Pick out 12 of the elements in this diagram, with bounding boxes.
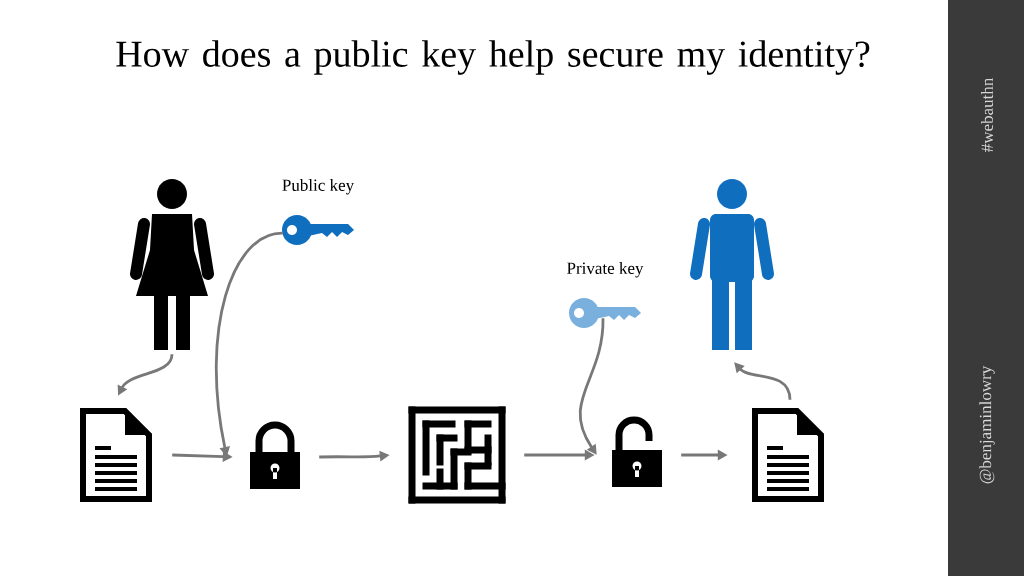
document-icon (752, 408, 824, 502)
padlock-icon (250, 421, 300, 489)
maze-icon (408, 406, 506, 504)
sidebar-text: @benjaminlowry (979, 365, 995, 484)
key-label: Public key (282, 179, 355, 195)
key-label: Private key (567, 262, 644, 278)
padlock-icon (612, 416, 662, 487)
person-figure (130, 179, 214, 350)
sidebar-text: #webauthn (981, 77, 993, 152)
document-icon (80, 408, 152, 502)
person-figure (690, 179, 774, 350)
title: How does a public key help secure my identity? (116, 40, 870, 75)
